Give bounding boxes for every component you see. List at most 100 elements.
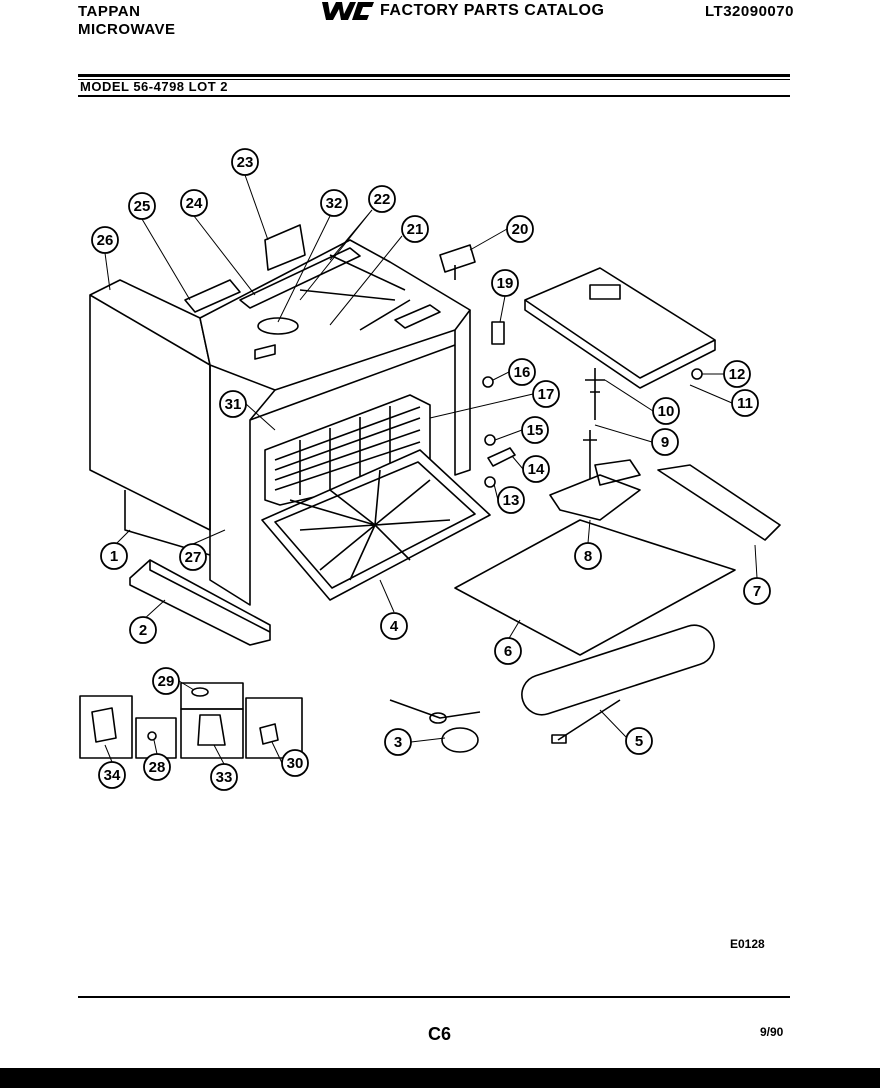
callout-circle bbox=[522, 455, 550, 483]
callout-number: 8 bbox=[584, 548, 592, 565]
oven-cabinet bbox=[184, 224, 471, 606]
brand-subtitle: MICROWAVE bbox=[78, 21, 176, 38]
part-callout-1: 1 bbox=[100, 542, 128, 570]
callout-circle bbox=[100, 542, 128, 570]
tray-6 bbox=[454, 519, 736, 656]
scan-border bbox=[0, 1068, 880, 1088]
footer-rule bbox=[78, 996, 790, 998]
part-callout-15: 15 bbox=[521, 416, 549, 444]
callout-number: 2 bbox=[139, 622, 147, 639]
callout-number: 3 bbox=[394, 734, 402, 751]
part-callout-24: 24 bbox=[180, 189, 208, 217]
part-callout-19: 19 bbox=[491, 269, 519, 297]
callout-number: 29 bbox=[158, 673, 175, 690]
callout-circle bbox=[143, 753, 171, 781]
model-rule bbox=[78, 95, 790, 97]
callout-number: 7 bbox=[753, 583, 761, 600]
callout-number: 17 bbox=[538, 386, 555, 403]
print-date: 9/90 bbox=[760, 1025, 784, 1039]
brand-name: TAPPAN bbox=[78, 3, 141, 20]
door-frame bbox=[261, 449, 491, 601]
part-callout-8: 8 bbox=[574, 542, 602, 570]
part-callout-20: 20 bbox=[506, 215, 534, 243]
callout-number: 6 bbox=[504, 643, 512, 660]
callout-circle bbox=[129, 616, 157, 644]
callout-number: 16 bbox=[514, 364, 531, 381]
part-callout-9: 9 bbox=[651, 428, 679, 456]
callout-number: 19 bbox=[497, 275, 514, 292]
part-callout-16: 16 bbox=[508, 358, 536, 386]
callout-circle bbox=[651, 428, 679, 456]
wci-logo-icon bbox=[322, 2, 374, 20]
callout-number: 23 bbox=[237, 154, 254, 171]
part-callout-34: 34 bbox=[98, 761, 126, 789]
part-12 bbox=[691, 368, 703, 380]
callout-number: 31 bbox=[225, 396, 242, 413]
callout-circle bbox=[320, 189, 348, 217]
part-callout-21: 21 bbox=[401, 215, 429, 243]
callout-circle bbox=[281, 749, 309, 777]
header-rule-bottom bbox=[78, 79, 790, 80]
part-callout-6: 6 bbox=[494, 637, 522, 665]
header-rule-top bbox=[78, 74, 790, 77]
bracket bbox=[124, 490, 211, 556]
callout-number: 13 bbox=[503, 492, 520, 509]
callout-circle bbox=[532, 380, 560, 408]
part-callout-4: 4 bbox=[380, 612, 408, 640]
callout-number: 33 bbox=[216, 769, 233, 786]
small-parts-group bbox=[79, 682, 303, 759]
part-callout-11: 11 bbox=[731, 389, 759, 417]
callout-circle bbox=[494, 637, 522, 665]
callout-circle bbox=[368, 185, 396, 213]
catalog-code: LT32090070 bbox=[705, 3, 794, 20]
callout-number: 30 bbox=[287, 755, 304, 772]
probe-3 bbox=[389, 699, 481, 753]
callout-number: 32 bbox=[326, 195, 343, 212]
callout-number: 27 bbox=[185, 549, 202, 566]
callout-circle bbox=[652, 397, 680, 425]
part-15 bbox=[484, 434, 496, 446]
callout-circle bbox=[384, 728, 412, 756]
switch-19 bbox=[491, 321, 505, 345]
part-callout-27: 27 bbox=[179, 543, 207, 571]
callout-circle bbox=[401, 215, 429, 243]
figure-code: E0128 bbox=[730, 937, 765, 951]
part-callout-25: 25 bbox=[128, 192, 156, 220]
antenna-7 bbox=[657, 464, 781, 541]
heating-element-5 bbox=[521, 624, 715, 744]
part-callout-12: 12 bbox=[723, 360, 751, 388]
part-16 bbox=[482, 376, 494, 388]
page-number: C6 bbox=[428, 1024, 452, 1044]
callout-circle bbox=[506, 215, 534, 243]
callout-number: 15 bbox=[527, 422, 544, 439]
callout-circle bbox=[152, 667, 180, 695]
callout-circle bbox=[731, 389, 759, 417]
part-callout-23: 23 bbox=[231, 148, 259, 176]
callout-circle bbox=[210, 763, 238, 791]
bracket-20 bbox=[439, 244, 476, 280]
leader-lines bbox=[104, 174, 758, 765]
part-callout-32: 32 bbox=[320, 189, 348, 217]
callout-circle bbox=[98, 761, 126, 789]
callout-circle bbox=[219, 390, 247, 418]
callout-number: 25 bbox=[134, 198, 151, 215]
stirrer-10 bbox=[585, 368, 605, 420]
part-callout-14: 14 bbox=[522, 455, 550, 483]
part-callout-10: 10 bbox=[652, 397, 680, 425]
callout-number: 4 bbox=[390, 618, 399, 635]
callout-circle bbox=[128, 192, 156, 220]
callout-number: 1 bbox=[110, 548, 118, 565]
callout-number: 9 bbox=[661, 434, 669, 451]
stirrer-blade bbox=[549, 474, 641, 521]
callout-circle bbox=[180, 189, 208, 217]
callout-circle bbox=[497, 486, 525, 514]
control-panel bbox=[524, 267, 716, 389]
model-number: MODEL 56-4798 LOT 2 bbox=[80, 79, 228, 94]
callout-number: 14 bbox=[528, 461, 545, 478]
part-callout-22: 22 bbox=[368, 185, 396, 213]
callout-circle bbox=[574, 542, 602, 570]
part-callout-7: 7 bbox=[743, 577, 771, 605]
part-callout-31: 31 bbox=[219, 390, 247, 418]
callout-number: 20 bbox=[512, 221, 529, 238]
